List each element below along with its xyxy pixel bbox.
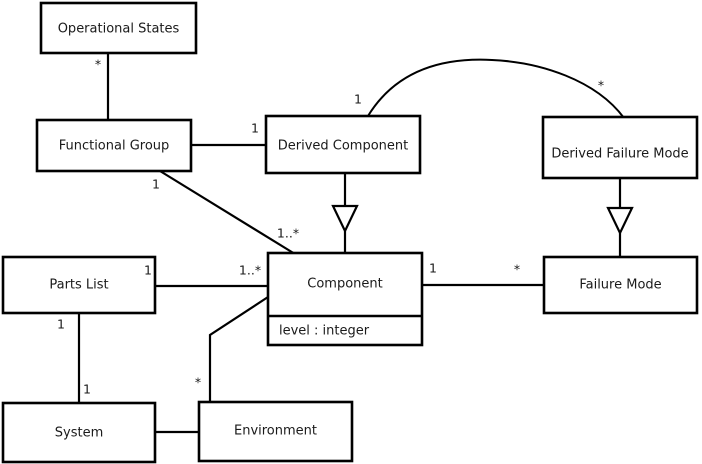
- class-name-parts-list: Parts List: [49, 278, 108, 293]
- multiplicity-parts-list-bottom: 1: [57, 317, 65, 332]
- class-name-derived-component: Derived Component: [278, 139, 409, 154]
- class-rect-derived-component: [264, 114, 422, 175]
- class-box-derived-component[interactable]: Derived Component: [264, 114, 422, 175]
- multiplicity-failure-mode-left: *: [514, 262, 520, 277]
- class-name-environment: Environment: [234, 424, 317, 439]
- class-rect-derived-failure-mode: [541, 115, 699, 180]
- class-name-component: Component: [307, 277, 382, 292]
- multiplicity-derived-failure-mode-curve: *: [598, 78, 604, 93]
- class-rect-component: [266, 251, 424, 347]
- association-environment-component: [208, 296, 269, 402]
- association-functional-group-component: [159, 170, 296, 255]
- class-rect-failure-mode: [542, 255, 699, 315]
- class-name-failure-mode: Failure Mode: [579, 278, 661, 293]
- class-rect-parts-list: [1, 255, 157, 315]
- multiplicity-component-right: 1: [429, 261, 437, 276]
- multiplicity-component-diagonal: 1..*: [277, 226, 299, 241]
- class-rect-environment: [197, 400, 354, 463]
- class-rect-system: [1, 401, 157, 464]
- class-box-parts-list[interactable]: Parts List: [1, 255, 157, 315]
- class-box-component[interactable]: Component level : integer: [266, 251, 424, 347]
- multiplicity-derived-component-curve: 1: [354, 92, 362, 107]
- class-name-derived-failure-mode: Derived Failure Mode: [551, 147, 688, 162]
- class-name-system: System: [55, 426, 103, 441]
- class-rect-functional-group: [35, 118, 193, 173]
- class-name-operational-states: Operational States: [58, 22, 180, 37]
- generalization-triangle-derived-component-component: [331, 204, 359, 234]
- class-box-environment[interactable]: Environment: [197, 400, 354, 463]
- class-box-failure-mode[interactable]: Failure Mode: [542, 255, 699, 315]
- multiplicity-component-left: 1..*: [239, 263, 261, 278]
- generalization-triangle-derived-failure-mode-failure-mode: [606, 206, 634, 236]
- multiplicity-operational-states: *: [95, 57, 101, 72]
- class-attribute-component-level: level : integer: [279, 324, 370, 339]
- multiplicity-system-top: 1: [83, 382, 91, 397]
- multiplicity-derived-component-left: 1: [251, 121, 259, 136]
- multiplicity-functional-group-diagonal: 1: [152, 177, 160, 192]
- class-box-derived-failure-mode[interactable]: Derived Failure Mode: [541, 115, 699, 180]
- multiplicity-parts-list-right: 1: [144, 263, 152, 278]
- class-box-functional-group[interactable]: Functional Group: [35, 118, 193, 173]
- class-box-operational-states[interactable]: Operational States: [39, 1, 198, 55]
- class-name-functional-group: Functional Group: [59, 139, 170, 154]
- class-rect-operational-states: [39, 1, 198, 55]
- multiplicity-environment-top: *: [195, 375, 201, 390]
- association-derived-component-derived-failure-mode: [367, 58, 625, 119]
- class-box-system[interactable]: System: [1, 401, 157, 464]
